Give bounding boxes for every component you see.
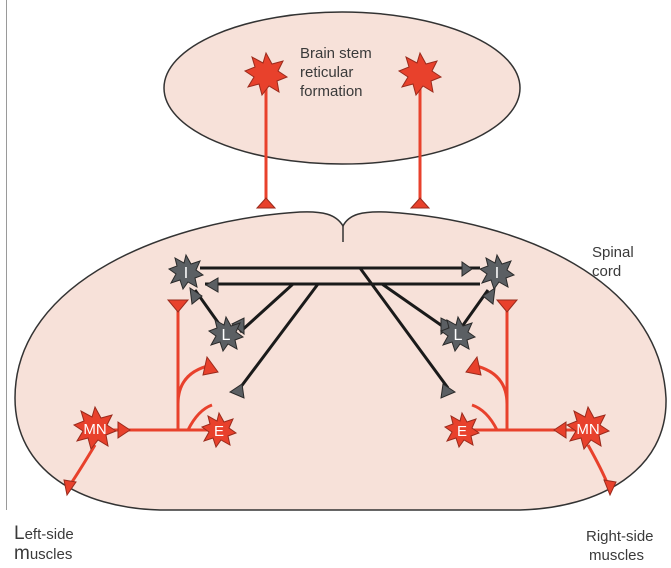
neuron-label-mn-left: MN [83,421,106,438]
right-muscles-label-line2: muscles [589,547,645,564]
brainstem-label-line1: Brain stem [300,45,372,62]
neuron-label-l-right: L [454,327,463,344]
brainstem-label: Brain stem reticular formation [300,44,372,101]
excitatory-terminals [63,197,617,497]
motor-neuron-left: MN [73,406,117,450]
spinal-cord-label-line2: cord [592,263,622,280]
brainstem-region [163,11,521,165]
neuron-label-l-left: L [222,327,231,344]
inhibitory-neuron-left: I [168,254,204,290]
lateral-neuron-left: L [208,316,244,352]
left-muscles-label: Left-side muscles [14,524,74,564]
neuron-label-i-left: I [184,265,188,282]
spinal-cord-region [14,211,667,511]
right-muscles-label-line1: Right-side [586,528,654,545]
right-muscles-label: Right-side muscles [586,527,654,565]
neuron-label-e-left: E [214,423,224,440]
left-muscles-initial-m: m [14,543,30,564]
inhibitory-neuron-right: I [479,254,515,290]
left-frame-border [6,0,7,510]
spinal-cord-label-line1: Spinal [592,244,634,261]
spinal-cord-label: Spinal cord [592,243,634,281]
excitatory-neuron-left: E [201,412,237,448]
neuron-label-i-right: I [495,265,499,282]
neuron-label-e-right: E [457,423,467,440]
neuron-label-mn-right: MN [576,421,599,438]
left-muscles-rest-2: uscles [29,546,73,563]
left-muscles-rest-1: eft-side [24,526,74,543]
lateral-neuron-right: L [440,316,476,352]
excitatory-pathways [68,88,610,486]
excitatory-neuron-right: E [444,412,480,448]
motor-neuron-right: MN [566,406,610,450]
brainstem-label-line2: reticular [300,64,354,81]
brainstem-label-line3: formation [300,83,363,100]
left-muscles-initial-l: L [14,523,25,544]
